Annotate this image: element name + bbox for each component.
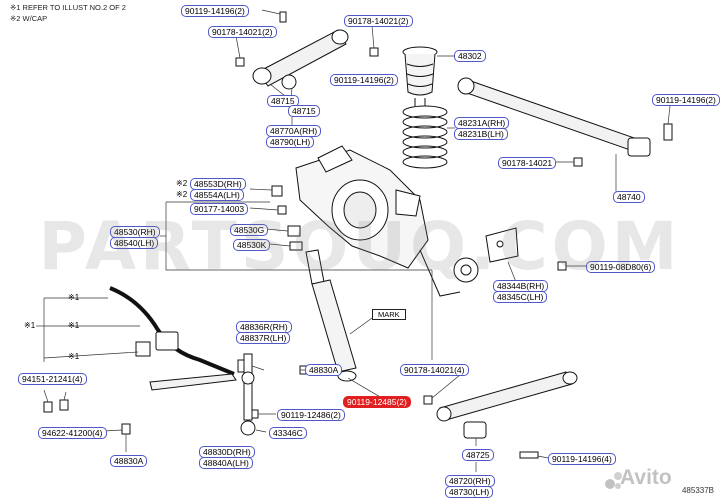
part-label[interactable]: 48830A	[305, 364, 343, 376]
avito-watermark: Avito	[620, 466, 672, 489]
part-label[interactable]: 94622-41200(4)	[38, 427, 107, 439]
part-label[interactable]: 48730(LH)	[445, 486, 494, 498]
part-label[interactable]: 90119-14196(4)	[548, 453, 616, 465]
part-label[interactable]: 48530K	[233, 239, 271, 251]
part-label[interactable]: 90119-14196(2)	[181, 5, 249, 17]
part-label[interactable]: 48715	[267, 95, 299, 107]
lateral-rod	[457, 77, 651, 157]
part-label[interactable]: 90119-14196(2)	[652, 94, 720, 106]
part-label[interactable]: 48715	[288, 105, 320, 117]
part-label[interactable]: 90119-14196(2)	[330, 74, 398, 86]
note-refer-illustration: ※1 REFER TO ILLUST NO.2 OF 2	[10, 3, 126, 12]
upper-control-arm	[252, 29, 349, 90]
part-label[interactable]: 48740	[613, 191, 645, 203]
knuckle-carrier	[295, 145, 479, 297]
part-label[interactable]: 48830A	[110, 455, 148, 467]
part-label[interactable]: 90178-14021(2)	[344, 15, 413, 27]
note-marker: ※1	[68, 321, 80, 330]
bump-stop	[402, 46, 438, 106]
avito-logo-icon	[605, 472, 622, 489]
note-marker: ※1	[68, 352, 80, 361]
part-label[interactable]: 48554A(LH)	[190, 189, 244, 201]
note-marker: ※1	[24, 321, 36, 330]
part-label[interactable]: 48840A(LH)	[199, 457, 253, 469]
stabilizer-link	[237, 353, 256, 436]
part-label[interactable]: 90178-14021	[498, 157, 557, 169]
shock-absorber	[305, 249, 357, 382]
part-label[interactable]: 94151-21241(4)	[18, 373, 87, 385]
lower-control-arm	[436, 371, 578, 439]
part-label[interactable]: 90178-14021(4)	[400, 364, 469, 376]
part-label[interactable]: 48302	[454, 50, 486, 62]
part-label[interactable]: 90177-14003	[190, 203, 249, 215]
illustration-code: 485337B	[681, 486, 714, 495]
part-label[interactable]: 48530G	[230, 224, 269, 236]
part-label[interactable]: 90119-08D80(6)	[586, 261, 656, 273]
mark-tag: MARK	[372, 309, 406, 320]
note-marker: ※2	[176, 190, 188, 199]
stabilizer-bar	[109, 286, 237, 391]
coil-spring	[402, 105, 448, 169]
bracket	[485, 227, 519, 263]
part-label[interactable]: 90178-14021(2)	[208, 26, 277, 38]
part-label[interactable]: 90119-12486(2)	[277, 409, 345, 421]
part-label-highlighted[interactable]: 90119-12485(2)	[343, 396, 411, 408]
part-label[interactable]: 48540(LH)	[110, 237, 159, 249]
note-with-cap: ※2 W/CAP	[10, 14, 48, 23]
part-label[interactable]: 48725	[462, 449, 494, 461]
note-marker: ※2	[176, 179, 188, 188]
part-label[interactable]: 48837R(LH)	[236, 332, 291, 344]
part-label[interactable]: 48790(LH)	[266, 136, 315, 148]
part-label[interactable]: 43346C	[269, 427, 307, 439]
note-marker: ※1	[68, 293, 80, 302]
fasteners	[43, 11, 673, 459]
part-label[interactable]: 48231B(LH)	[454, 128, 508, 140]
part-label[interactable]: 48345C(LH)	[493, 291, 548, 303]
